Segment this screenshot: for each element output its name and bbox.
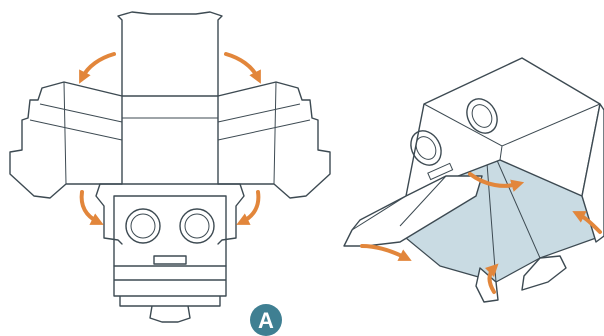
center-fold-lines bbox=[122, 118, 218, 184]
step-badge-label: A bbox=[258, 308, 274, 333]
folded-viewer bbox=[344, 58, 604, 302]
nose-slot bbox=[154, 256, 186, 264]
curved-arrow-icon bbox=[82, 54, 114, 78]
step-badge: A bbox=[250, 304, 282, 336]
left-wing-fold bbox=[30, 82, 122, 184]
left-lower-flap bbox=[96, 184, 122, 244]
right-lens-icon bbox=[180, 209, 214, 243]
right-wing-fold bbox=[218, 82, 310, 184]
curved-arrow-icon bbox=[226, 54, 258, 78]
left-lens-icon bbox=[126, 209, 160, 243]
bottom-strips bbox=[114, 266, 226, 322]
right-lower-flap bbox=[218, 184, 244, 244]
center-panel bbox=[122, 96, 218, 184]
curved-arrow-icon bbox=[362, 246, 406, 258]
unfolded-template bbox=[10, 12, 330, 322]
top-flap bbox=[118, 12, 222, 96]
